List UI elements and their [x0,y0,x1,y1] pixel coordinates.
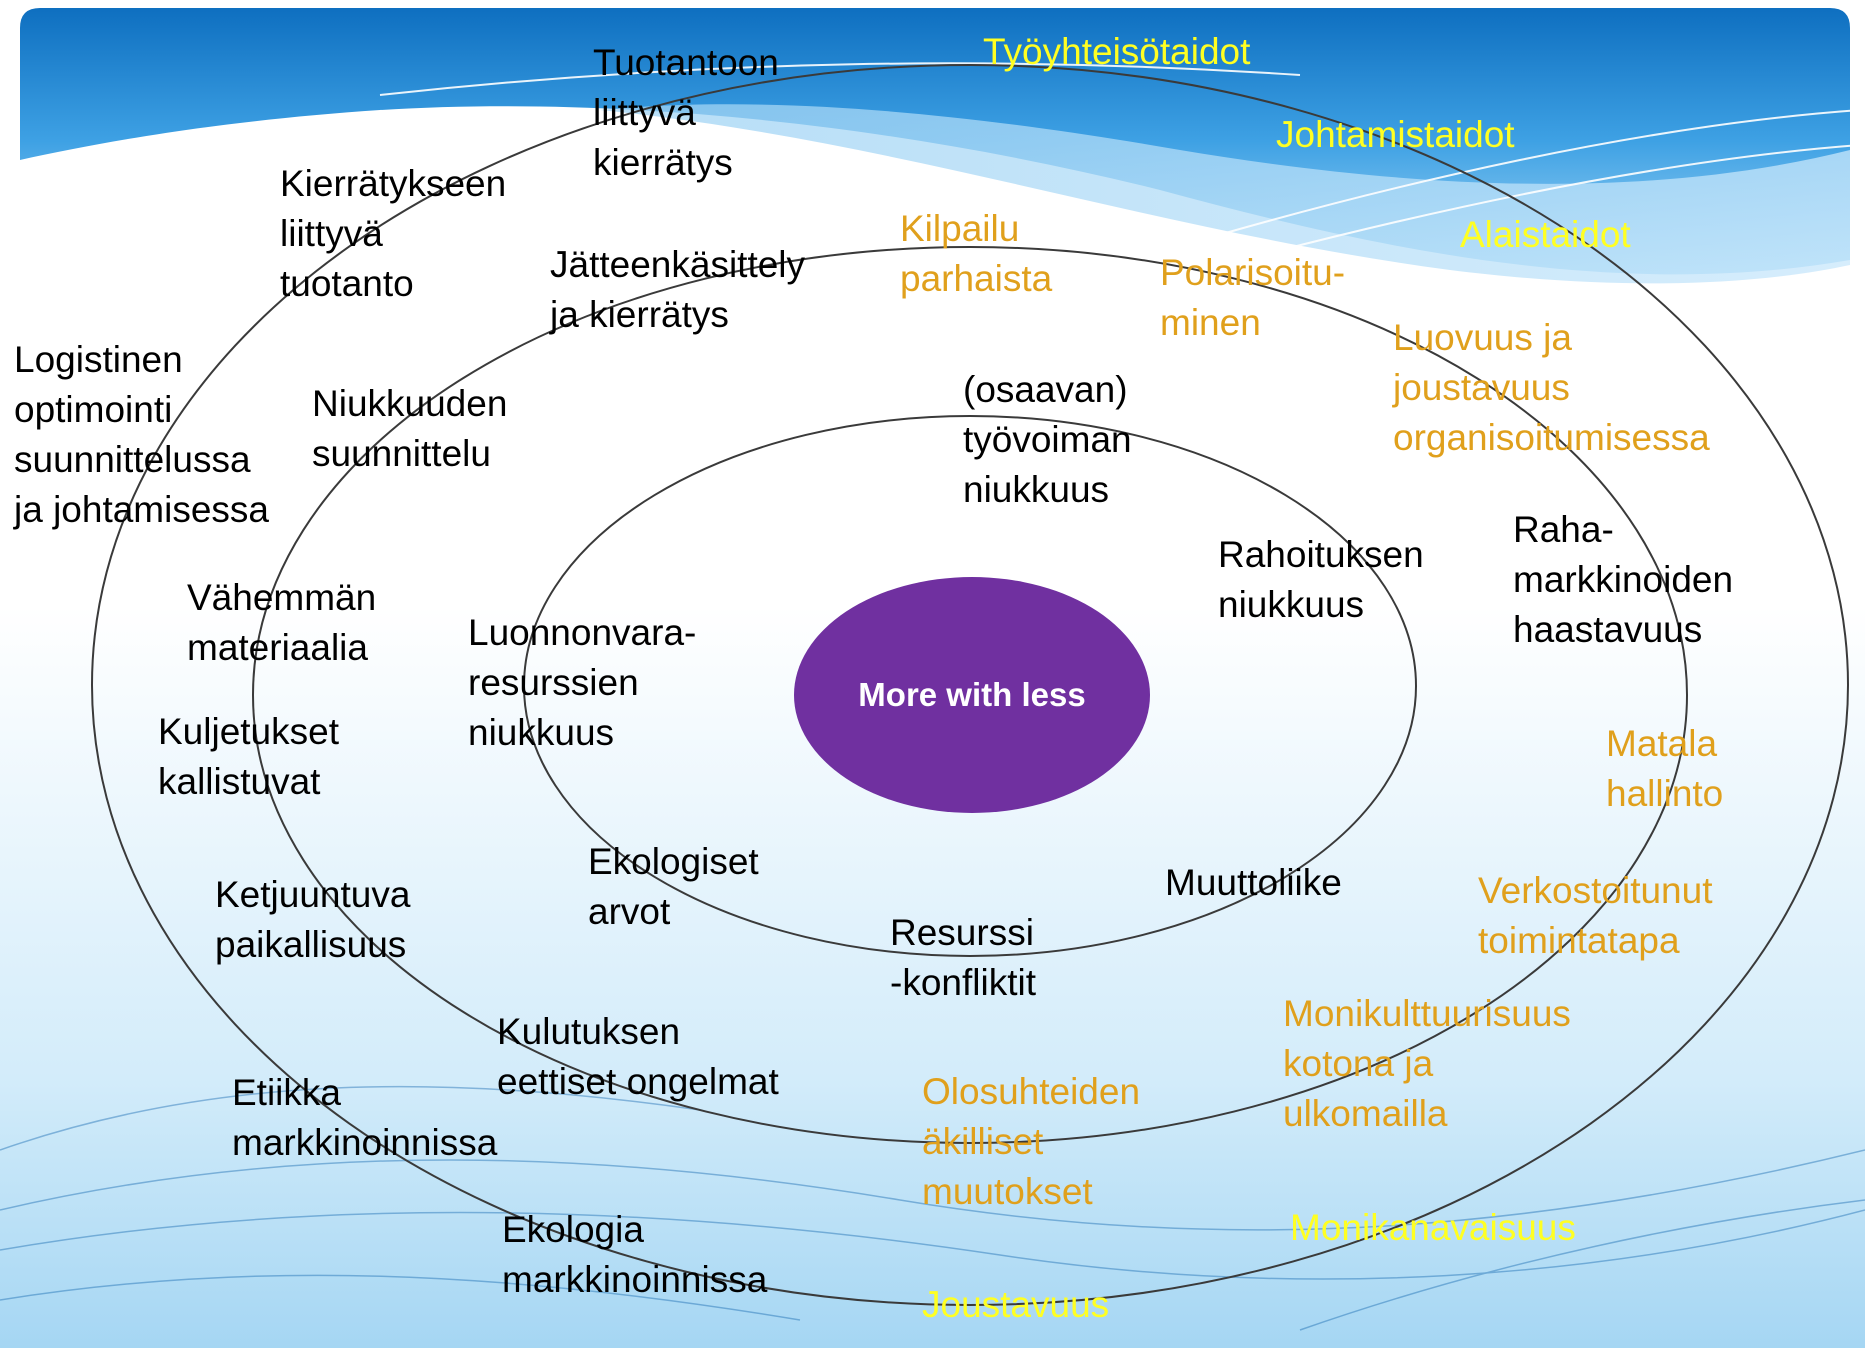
header-wave [600,104,1850,284]
center-label: More with less [858,676,1086,713]
label-monikulttuurisuus: Monikulttuurisuus kotona ja ulkomailla [1283,993,1571,1134]
inner-ring [523,415,1417,957]
label-osaavan-tyovoiman-niukkuus: (osaavan) työvoiman niukkuus [963,369,1132,510]
wave-lines [379,62,1861,286]
label-vahemman-materiaalia: Vähemmän materiaalia [187,577,377,668]
label-tyoyhteisotaidot: Työyhteisötaidot [983,31,1251,72]
label-ekologia-markkinoinnissa: Ekologia markkinoinnissa [502,1209,768,1300]
label-jatteenkasittely: Jätteenkäsittely ja kierrätys [550,244,806,335]
label-tuotantoon-liittyva-kierratys: Tuotantoon liittyvä kierrätys [593,42,779,183]
label-luonnonvararesurssien-niukkuus: Luonnonvara- resurssien niukkuus [468,612,697,753]
label-ketjuuntuva-paikallisuus: Ketjuuntuva paikallisuus [215,874,411,965]
label-kuljetukset-kallistuvat: Kuljetukset kallistuvat [158,711,339,802]
label-johtamistaidot: Johtamistaidot [1276,114,1515,155]
label-matala-hallinto: Matala hallinto [1606,723,1724,814]
bottom-wave-lines [0,1085,1865,1331]
label-alaistaidot: Alaistaidot [1460,214,1631,255]
label-verkostoitunut-toimintatapa: Verkostoitunut toimintatapa [1478,870,1713,961]
label-ekologiset-arvot: Ekologiset arvot [588,841,759,932]
label-luovuus-ja-joustavuus: Luovuus ja joustavuus organisoitumisessa [1393,317,1710,458]
outer-ring [91,64,1849,1306]
label-monikanavaisuus: Monikanavaisuus [1290,1207,1576,1248]
label-etiikka-markkinoinnissa: Etiikka markkinoinnissa [232,1072,498,1163]
label-niukkuuden-suunnittelu: Niukkuuden suunnittelu [312,383,508,474]
label-kulutuksen-eettiset-ongelmat: Kulutuksen eettiset ongelmat [497,1011,779,1102]
label-muuttoliike: Muuttoliike [1165,862,1342,903]
label-rahamarkkinoiden-haastavuus: Raha- markkinoiden haastavuus [1513,509,1734,650]
label-resurssikonfliktit: Resurssi -konfliktit [890,912,1036,1003]
middle-ring [252,246,1688,1144]
label-kilpailu-parhaista: Kilpailu parhaista [900,208,1053,299]
label-joustavuus: Joustavuus [922,1284,1110,1325]
label-kierratykseen-liittyva-tuotanto: Kierrätykseen liittyvä tuotanto [280,163,507,304]
label-rahoituksen-niukkuus: Rahoituksen niukkuus [1218,534,1424,625]
label-olosuhteiden-akilliset-muutokset: Olosuhteiden äkilliset muutokset [922,1071,1141,1212]
label-polarisoituminen: Polarisoitu- minen [1160,252,1346,343]
center-ellipse [794,577,1150,813]
label-logistinen-optimointi: Logistinen optimointi suunnittelussa ja … [14,339,270,530]
